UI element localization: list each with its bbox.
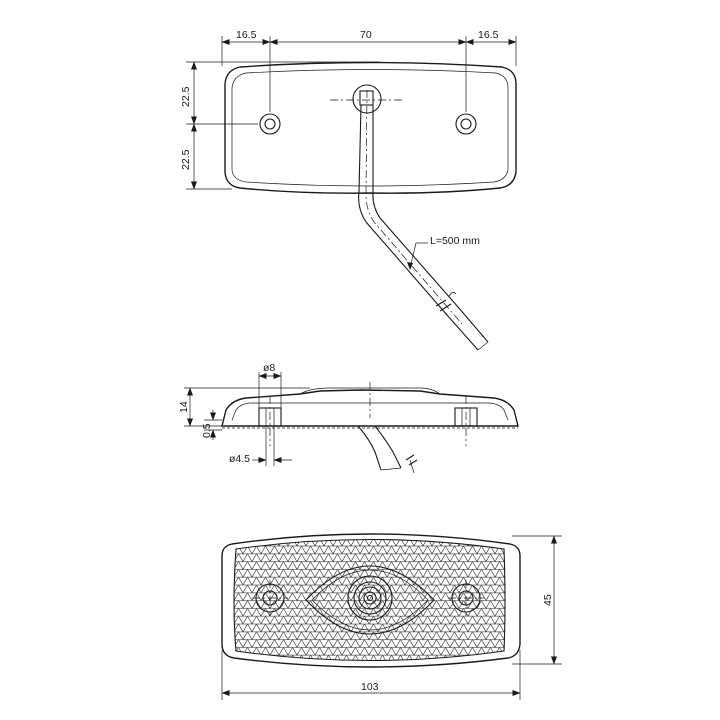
- top-view-horizontal-dimensions: 16.5 70 16.5: [221, 29, 517, 112]
- dim-side-height: 14: [178, 401, 190, 413]
- dim-front-height: 45: [542, 594, 554, 606]
- top-view-left-hole: [259, 113, 281, 135]
- top-view-cable: [358, 89, 489, 351]
- cable-length-callout: L=500 mm: [407, 235, 480, 270]
- side-view-boss-dimension: ø8: [258, 362, 282, 408]
- side-view-lens-top: [299, 387, 441, 395]
- front-view-left-hole: [252, 580, 288, 616]
- side-view-cable: [357, 425, 418, 474]
- front-view-housing: [221, 533, 521, 668]
- dim-lower-height: 22.5: [180, 149, 192, 170]
- dim-center-spacing: 70: [360, 29, 372, 41]
- top-view: L=500 mm 16.5 70 16.5 22.5 22.5: [180, 29, 517, 351]
- side-view-body-profile: [221, 389, 519, 427]
- top-view-cable-entry: [330, 84, 402, 114]
- dim-right-spacing: 16.5: [478, 29, 499, 41]
- dim-left-spacing: 16.5: [236, 29, 257, 41]
- top-view-vertical-dimensions: 22.5 22.5: [180, 61, 380, 190]
- top-view-inner-outline: [231, 69, 509, 187]
- cable-length-label: L=500 mm: [430, 235, 480, 247]
- side-view-right-boss: [454, 396, 478, 446]
- side-view-offset-dimension: 0.5: [201, 410, 222, 440]
- side-view-height-dimension: 14: [178, 387, 310, 427]
- dim-front-width: 103: [361, 681, 379, 693]
- dim-hole-diameter: ø4.5: [229, 453, 250, 465]
- front-view-width-dimension: 103: [221, 650, 521, 700]
- dim-side-offset: 0.5: [201, 423, 213, 438]
- side-view-left-boss: [258, 396, 282, 446]
- side-view-hole-dimension: ø4.5: [229, 426, 292, 466]
- dim-boss-diameter: ø8: [263, 362, 275, 374]
- front-view-right-hole: [448, 580, 484, 616]
- dim-upper-height: 22.5: [180, 86, 192, 107]
- side-view: 14 0.5 ø8 ø4.5: [178, 362, 519, 474]
- front-view-lens: [305, 565, 435, 635]
- front-view: 103 45: [221, 533, 562, 700]
- front-view-height-dimension: 45: [512, 535, 562, 665]
- top-view-right-hole: [455, 113, 477, 135]
- top-view-body-outline: [224, 61, 517, 194]
